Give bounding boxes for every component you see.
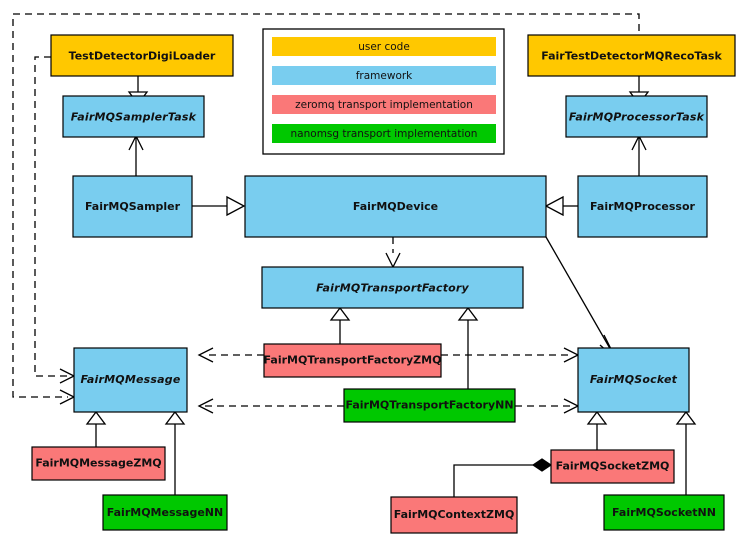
edge-tfzmq-message bbox=[197, 347, 264, 363]
node-label: FairMQDevice bbox=[353, 200, 438, 213]
node-label: FairMQContextZMQ bbox=[394, 508, 515, 521]
node-box[interactable] bbox=[244, 175, 547, 238]
arrowhead-generalization bbox=[675, 410, 697, 425]
node-fairmq-socket[interactable]: FairMQSocket bbox=[577, 347, 690, 413]
node-box[interactable] bbox=[263, 343, 442, 378]
legend-label-user-code: user code bbox=[358, 41, 410, 53]
arrowhead-composition-diamond bbox=[531, 458, 553, 472]
node-fairmq-message-nn[interactable]: FairMQMessageNN bbox=[102, 494, 228, 531]
legend-item-framework: framework bbox=[272, 66, 496, 85]
legend-swatch-user-code bbox=[272, 37, 496, 56]
edge-tfzmq-socket bbox=[441, 347, 580, 363]
edge-socketzmq-contextzmq bbox=[453, 458, 553, 497]
edge-messagenn-message bbox=[164, 410, 186, 495]
node-fairmq-message-zmq[interactable]: FairMQMessageZMQ bbox=[31, 446, 166, 481]
edge-tfzmq-tf bbox=[329, 306, 351, 344]
legend-item-user-code: user code bbox=[272, 37, 496, 56]
legend-item-nanomsg: nanomsg transport implementation bbox=[272, 124, 496, 143]
edge-sampler-device bbox=[192, 195, 246, 217]
legend-label-nanomsg: nanomsg transport implementation bbox=[291, 128, 478, 140]
node-fairmq-processor[interactable]: FairMQProcessor bbox=[577, 175, 708, 238]
legend-label-zeromq: zeromq transport implementation bbox=[295, 99, 473, 111]
node-fairmq-context-zmq[interactable]: FairMQContextZMQ bbox=[390, 496, 518, 534]
arrowhead-generalization bbox=[85, 410, 107, 425]
node-label: FairMQProcessor bbox=[590, 200, 695, 213]
node-box[interactable] bbox=[527, 34, 736, 77]
arrowhead-generalization bbox=[586, 410, 608, 425]
node-box[interactable] bbox=[72, 175, 193, 238]
node-fairmq-processor-task[interactable]: FairMQProcessorTask bbox=[565, 95, 708, 138]
edge-socketzmq-socket bbox=[586, 410, 608, 450]
node-fairmq-message[interactable]: FairMQMessage bbox=[73, 347, 188, 413]
edge-processor-device bbox=[544, 195, 578, 217]
edge-messagezmq-message bbox=[85, 410, 107, 447]
legend-swatch-nanomsg bbox=[272, 124, 496, 143]
edge-tfnn-socket bbox=[515, 398, 580, 414]
arrowhead-open-left bbox=[197, 347, 214, 363]
color-legend: user code framework zeromq transport imp… bbox=[262, 28, 505, 155]
legend-swatch-framework bbox=[272, 66, 496, 85]
edge-processor-processortask bbox=[631, 134, 647, 176]
node-box[interactable] bbox=[343, 388, 516, 423]
node-fairmq-socket-zmq[interactable]: FairMQSocketZMQ bbox=[550, 449, 675, 484]
node-fairmq-sampler-task[interactable]: FairMQSamplerTask bbox=[62, 95, 205, 138]
edge-tfnn-tf bbox=[457, 306, 479, 389]
node-label: FairMQProcessorTask bbox=[569, 111, 705, 124]
node-label: TestDetectorDigiLoader bbox=[69, 50, 216, 63]
legend-item-zeromq: zeromq transport implementation bbox=[272, 95, 496, 114]
node-label: FairTestDetectorMQRecoTask bbox=[541, 50, 722, 63]
node-label: FairMQTransportFactoryZMQ bbox=[264, 354, 442, 367]
node-label: FairMQTransportFactoryNN bbox=[345, 399, 513, 412]
node-label: FairMQSocketZMQ bbox=[556, 460, 670, 473]
node-label: FairMQMessageZMQ bbox=[35, 457, 161, 470]
node-label: FairMQSamplerTask bbox=[71, 111, 197, 124]
edge-tfnn-message bbox=[197, 398, 344, 414]
edge-sampler-samplertask bbox=[128, 134, 144, 176]
arrowhead-generalization bbox=[457, 306, 479, 321]
node-fairmq-transport-factory-nn[interactable]: FairMQTransportFactoryNN bbox=[343, 388, 516, 423]
dependency-path-digiloader-to-message bbox=[34, 56, 68, 377]
node-box[interactable] bbox=[62, 95, 205, 138]
arrowhead-generalization bbox=[226, 195, 246, 217]
node-label: FairMQSocket bbox=[590, 373, 678, 386]
legend-label-framework: framework bbox=[356, 70, 413, 82]
node-fairmq-socket-nn[interactable]: FairMQSocketNN bbox=[603, 494, 725, 531]
dependency-path-reco-to-message bbox=[12, 13, 640, 398]
arrowhead-generalization bbox=[544, 195, 564, 217]
node-box[interactable] bbox=[550, 449, 675, 484]
arrowhead-generalization bbox=[329, 306, 351, 321]
arrowhead-open-left bbox=[197, 398, 214, 414]
node-box[interactable] bbox=[102, 494, 228, 531]
node-fairmq-device[interactable]: FairMQDevice bbox=[244, 175, 547, 238]
edge-device-transportfactory bbox=[385, 237, 401, 269]
node-label: FairMQMessageNN bbox=[107, 506, 223, 519]
node-fair-test-detector-mq-reco-task[interactable]: FairTestDetectorMQRecoTask bbox=[527, 34, 736, 77]
node-box[interactable] bbox=[577, 347, 690, 413]
node-fairmq-sampler[interactable]: FairMQSampler bbox=[72, 175, 193, 238]
node-label: FairMQSocketNN bbox=[612, 506, 716, 519]
node-box[interactable] bbox=[261, 266, 524, 309]
node-label: FairMQTransportFactory bbox=[316, 282, 469, 295]
node-fairmq-transport-factory[interactable]: FairMQTransportFactory bbox=[261, 266, 524, 309]
edge-device-socket bbox=[545, 236, 617, 360]
edge-socketnn-socket bbox=[675, 410, 697, 495]
node-label: FairMQMessage bbox=[80, 373, 180, 386]
arrowhead-generalization bbox=[164, 410, 186, 425]
node-test-detector-digi-loader[interactable]: TestDetectorDigiLoader bbox=[50, 34, 234, 77]
legend-swatch-zeromq bbox=[272, 95, 496, 114]
node-box[interactable] bbox=[565, 95, 708, 138]
node-box[interactable] bbox=[31, 446, 166, 481]
node-box[interactable] bbox=[390, 496, 518, 534]
node-label: FairMQSampler bbox=[85, 200, 181, 213]
node-box[interactable] bbox=[603, 494, 725, 531]
node-box[interactable] bbox=[50, 34, 234, 77]
arrowhead-open-down bbox=[385, 252, 401, 269]
node-box[interactable] bbox=[577, 175, 708, 238]
node-fairmq-transport-factory-zmq[interactable]: FairMQTransportFactoryZMQ bbox=[263, 343, 442, 378]
node-box[interactable] bbox=[73, 347, 188, 413]
